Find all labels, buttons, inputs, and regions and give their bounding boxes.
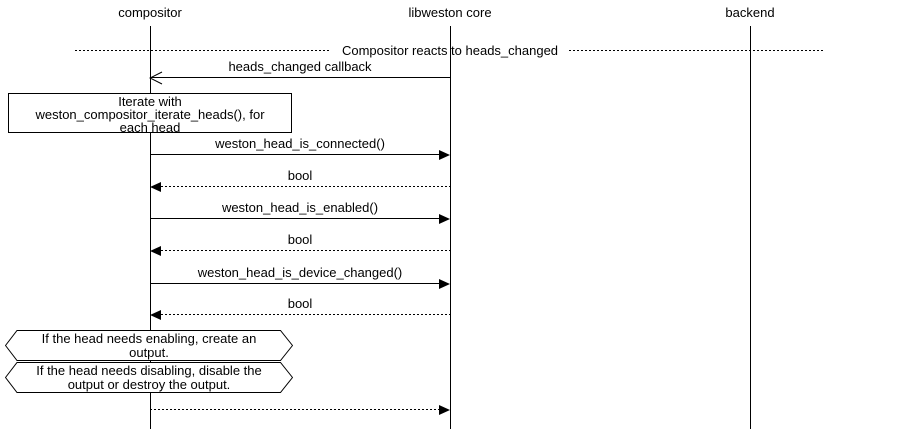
filled-arrowhead-right	[439, 214, 450, 224]
hexnote-line: If the head needs enabling, create an	[41, 331, 257, 346]
message-line-bool-2	[161, 250, 450, 251]
note-line: Iterate with	[118, 94, 182, 109]
divider-line-left	[75, 50, 331, 51]
message-line-weston-head-is-connected	[150, 154, 439, 155]
message-line-final	[150, 409, 439, 410]
message-label-bool-3: bool	[287, 296, 313, 311]
filled-arrowhead-right	[439, 150, 450, 160]
message-label-weston-head-is-device-changed: weston_head_is_device_changed()	[197, 265, 403, 280]
message-line-weston-head-is-device-changed	[150, 283, 439, 284]
divider-label: Compositor reacts to heads_changed	[341, 43, 559, 58]
lifeline-compositor	[150, 26, 151, 429]
filled-arrowhead-left	[150, 246, 161, 256]
hexnote-line: If the head needs disabling, disable the	[36, 363, 262, 378]
message-label-weston-head-is-enabled: weston_head_is_enabled()	[221, 200, 379, 215]
hexnote-disable-output: If the head needs disabling, disable the…	[5, 362, 293, 393]
hexnote-shape	[5, 330, 293, 361]
note-line: weston_compositor_iterate_heads(), for	[35, 107, 265, 122]
message-label-bool-1: bool	[287, 168, 313, 183]
hexnote-line: output.	[129, 345, 169, 360]
open-arrowhead-left	[149, 71, 163, 85]
note-line: each head	[119, 120, 181, 135]
participant-label-compositor: compositor	[118, 5, 182, 20]
message-label-bool-2: bool	[287, 232, 313, 247]
hexnote-line: output or destroy the output.	[67, 377, 231, 392]
participant-label-backend: backend	[725, 5, 775, 20]
filled-arrowhead-right	[439, 279, 450, 289]
filled-arrowhead-right	[439, 405, 450, 415]
message-line-bool-1	[161, 186, 450, 187]
hexnote-shape	[5, 362, 293, 393]
lifeline-libweston-core	[450, 26, 451, 429]
message-line-bool-3	[161, 314, 450, 315]
participant-label-libweston-core: libweston core	[408, 5, 492, 20]
divider-line-right	[569, 50, 825, 51]
lifeline-backend	[750, 26, 751, 429]
hexnote-enable-output: If the head needs enabling, create an ou…	[5, 330, 293, 361]
message-line-weston-head-is-enabled	[150, 218, 439, 219]
message-label-weston-head-is-connected: weston_head_is_connected()	[215, 136, 385, 151]
filled-arrowhead-left	[150, 182, 161, 192]
note-iterate-heads: Iterate with weston_compositor_iterate_h…	[8, 93, 292, 135]
filled-arrowhead-left	[150, 310, 161, 320]
message-line-heads-changed-callback	[151, 77, 450, 78]
message-label-heads-changed-callback: heads_changed callback	[228, 59, 372, 74]
